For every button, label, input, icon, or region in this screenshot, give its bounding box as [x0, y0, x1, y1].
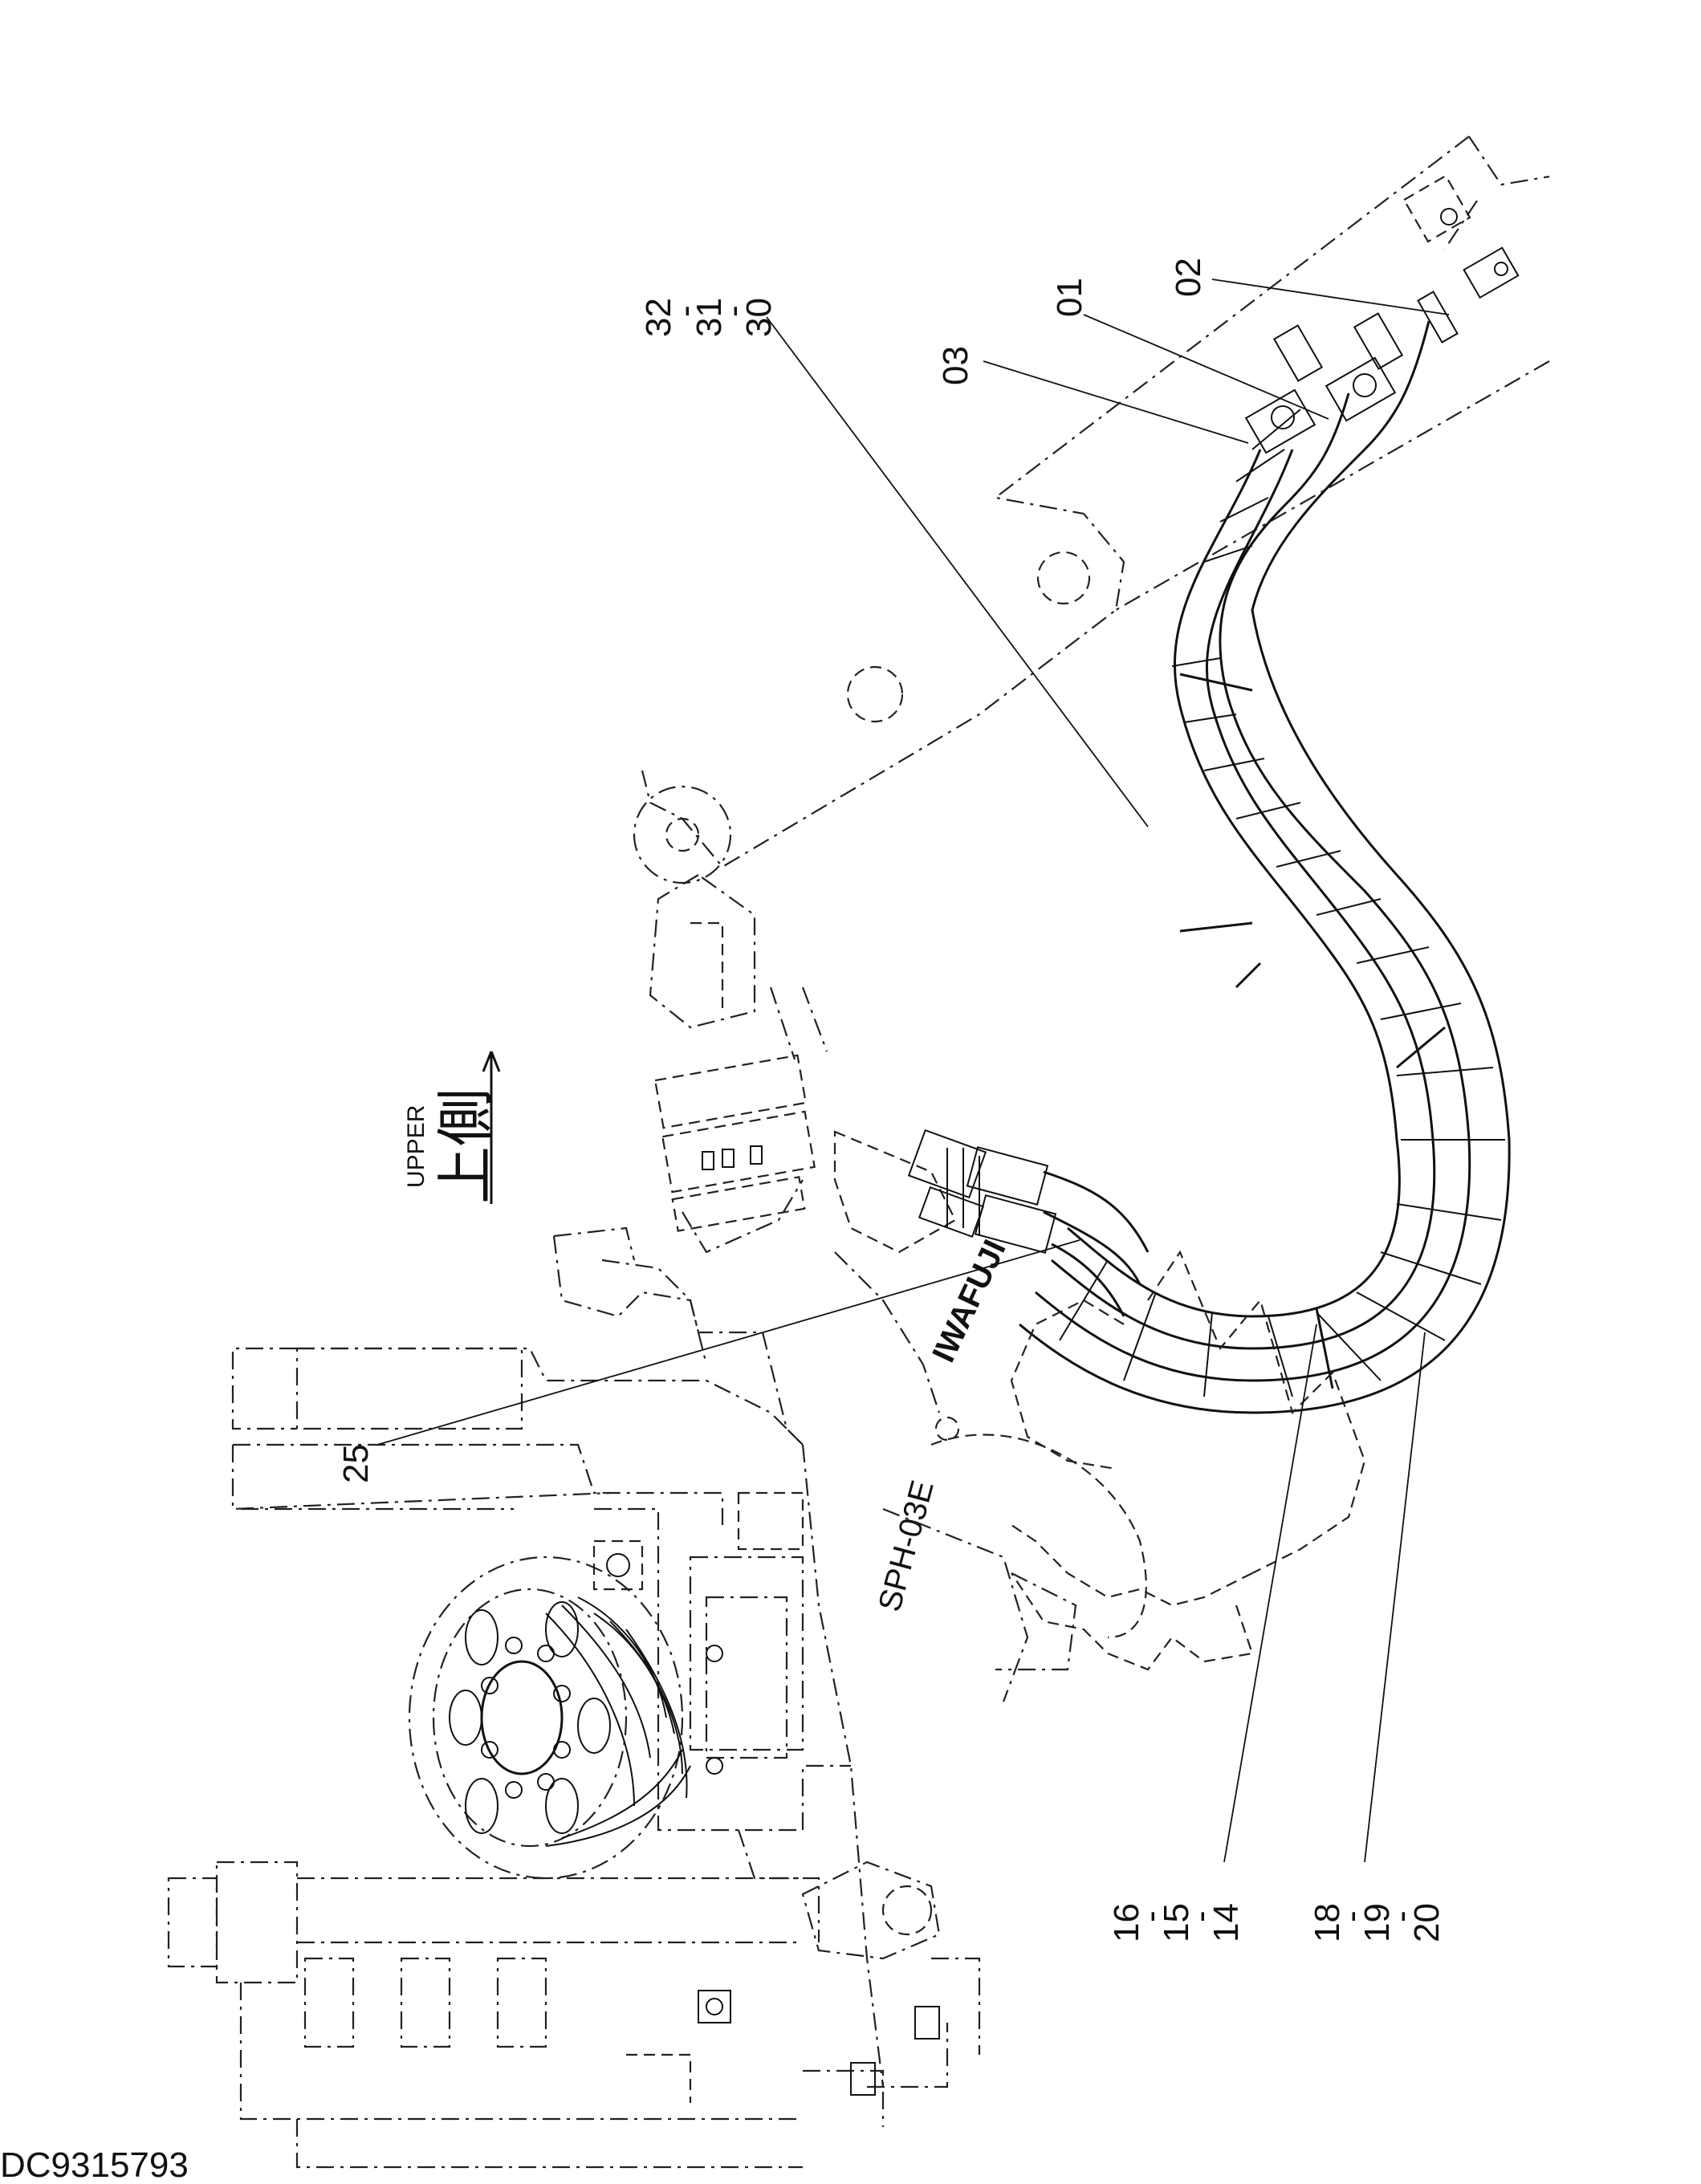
callout-14-16-group: 16 - 15 - 14 — [1107, 1903, 1246, 1942]
leader-03 — [983, 360, 1249, 444]
callout-dash-18-19: - — [1332, 1910, 1371, 1922]
callout-02-text: 02 — [1169, 258, 1208, 297]
hose-bundle — [1019, 320, 1511, 1414]
callout-32-text: 32 — [639, 298, 678, 337]
leader-02 — [1211, 279, 1450, 315]
hose-brand-marking: IWAFUJI — [926, 1234, 1012, 1368]
callout-14-text: 14 — [1207, 1903, 1246, 1942]
callout-03-text: 03 — [936, 346, 975, 385]
callout-19-text: 19 — [1357, 1903, 1397, 1942]
direction-indicator: UPPER 上側 — [403, 1051, 501, 1204]
callout-30-text: 30 — [739, 298, 779, 337]
leader-lines — [376, 279, 1450, 1863]
swing-bearing — [408, 1556, 691, 1880]
callout-18-text: 18 — [1308, 1903, 1347, 1942]
spiral-wrapped-hose — [1010, 1250, 1366, 1671]
boom-foot-cylinder — [649, 873, 828, 1254]
direction-arrow-icon — [482, 1051, 501, 1072]
callout-02: 02 — [1169, 258, 1208, 297]
callout-dash-16-15: - — [1131, 1910, 1170, 1922]
leader-30-32 — [766, 316, 1149, 828]
callout-20-text: 20 — [1407, 1903, 1447, 1942]
engine-area — [801, 1861, 981, 2088]
callout-dash-32-31: - — [665, 305, 705, 317]
callout-25-text: 25 — [336, 1444, 376, 1483]
boom-outline — [633, 136, 1550, 885]
callout-15-text: 15 — [1157, 1903, 1196, 1942]
drawing-number: DC9315793 — [0, 2145, 189, 2184]
callout-01-text: 01 — [1050, 278, 1089, 317]
mid-hose-fittings — [833, 1129, 1150, 1317]
direction-upper-jp: 上側 — [432, 1088, 499, 1204]
leader-01 — [1083, 314, 1329, 420]
hose-brand-text: IWAFUJI — [926, 1234, 1012, 1368]
callout-25: 25 — [336, 1444, 376, 1483]
leader-25 — [376, 1239, 1080, 1446]
callout-dash-31-30: - — [714, 305, 753, 317]
callout-dash-15-14: - — [1181, 1910, 1220, 1922]
direction-upper-en: UPPER — [403, 1105, 429, 1188]
hose-spec-text: SPH-03E — [872, 1477, 941, 1615]
callout-dash-19-20: - — [1382, 1910, 1421, 1922]
callout-31-text: 31 — [690, 298, 729, 337]
control-valve-block — [592, 1491, 851, 1880]
callout-16-text: 16 — [1107, 1903, 1146, 1942]
callout-30-32-group: 32 - 31 - 30 — [639, 298, 779, 337]
leader-14-16 — [1223, 1324, 1317, 1863]
upper-frame — [231, 1226, 1147, 2088]
callout-01: 01 — [1050, 278, 1089, 317]
counterweight — [167, 1861, 940, 2169]
hose-spec-marking: SPH-03E — [872, 1477, 941, 1615]
callout-03: 03 — [936, 346, 975, 385]
callout-18-20-group: 18 - 19 - 20 — [1308, 1903, 1447, 1942]
top-right-fittings — [1244, 174, 1520, 454]
leader-18-20 — [1364, 1332, 1426, 1863]
